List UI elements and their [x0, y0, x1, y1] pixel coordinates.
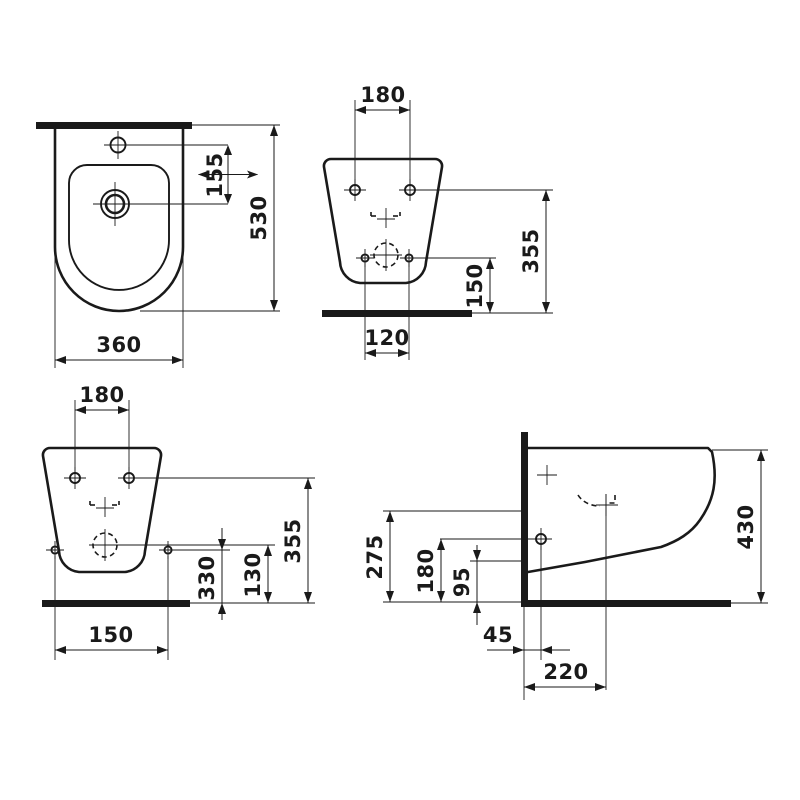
dim-label-side-180: 180: [414, 548, 438, 593]
rear-body-outline: [41, 446, 163, 574]
dim-label-plan-360: 360: [96, 333, 141, 357]
view-side: 275 180 95 430 45: [363, 432, 768, 700]
dim-label-rear-330: 150: [88, 623, 133, 647]
side-cross-marker: [537, 465, 557, 485]
front-outlet-hidden: [370, 239, 402, 271]
dim-side-275: 275: [363, 511, 394, 602]
dim-label-rear-180: 180: [79, 383, 124, 407]
side-body-outline: [526, 446, 716, 574]
dim-front-120: 120: [364, 326, 409, 357]
plan-body-outline: [53, 126, 185, 313]
front-centre-marker: [370, 208, 401, 228]
dim-label-rear-355: 355: [281, 518, 305, 563]
view-rear: 180 355 130 330 150: [41, 383, 315, 660]
dim-side-95: 95: [450, 545, 481, 625]
dim-label-rear-130: 330: [195, 555, 219, 600]
dim-rear-355: 355: [281, 478, 312, 603]
dim-plan-530: 530: [247, 125, 278, 311]
dim-label-front-120: 120: [364, 326, 409, 350]
dim-label-side-45: 45: [483, 623, 513, 647]
front-body-outline: [322, 157, 444, 285]
dim-front-180: 180: [355, 83, 410, 114]
view-plan: 155 530 360: [36, 122, 280, 368]
rear-outlet-hidden: [89, 529, 121, 561]
dim-front-150: 150: [463, 258, 494, 313]
dim-label-plan-155: 155: [203, 152, 227, 197]
dim-side-45: 45: [483, 623, 570, 654]
dim-plan-155: 155: [198, 145, 258, 204]
plan-drain-hole: [93, 182, 137, 226]
dim-label-rear-150: 130: [241, 552, 265, 597]
view-front: 180 355 150 120: [322, 83, 553, 360]
front-floor-line: [322, 310, 472, 317]
plan-wall-line: [36, 122, 192, 129]
side-wall-line: [521, 432, 528, 607]
rear-centre-marker: [89, 497, 120, 517]
rear-floor-line: [42, 600, 190, 607]
dim-rear-180: 180: [75, 383, 129, 414]
dim-label-side-95: 95: [450, 567, 474, 597]
dim-label-plan-530: 530: [247, 195, 271, 240]
dim-label-front-180: 180: [360, 83, 405, 107]
dim-label-front-150: 150: [463, 263, 487, 308]
dim-front-355: 355: [519, 190, 550, 313]
dim-rear-330: 150: [55, 623, 168, 654]
plan-rim-outline: [68, 164, 170, 291]
dim-label-front-355: 355: [519, 228, 543, 273]
dim-side-220: 220: [524, 660, 606, 691]
side-hidden-rim-detail: [577, 494, 618, 516]
side-floor-line: [521, 600, 731, 607]
dim-side-180: 180: [414, 539, 445, 602]
dim-label-side-430: 430: [734, 504, 758, 549]
dim-plan-360: 360: [55, 333, 183, 364]
dim-side-430: 430: [734, 450, 765, 603]
dim-label-side-275: 275: [363, 534, 387, 579]
dim-rear-150: 130: [241, 545, 272, 603]
dim-label-side-220: 220: [543, 660, 588, 684]
dim-rear-130: 330: [195, 528, 226, 620]
